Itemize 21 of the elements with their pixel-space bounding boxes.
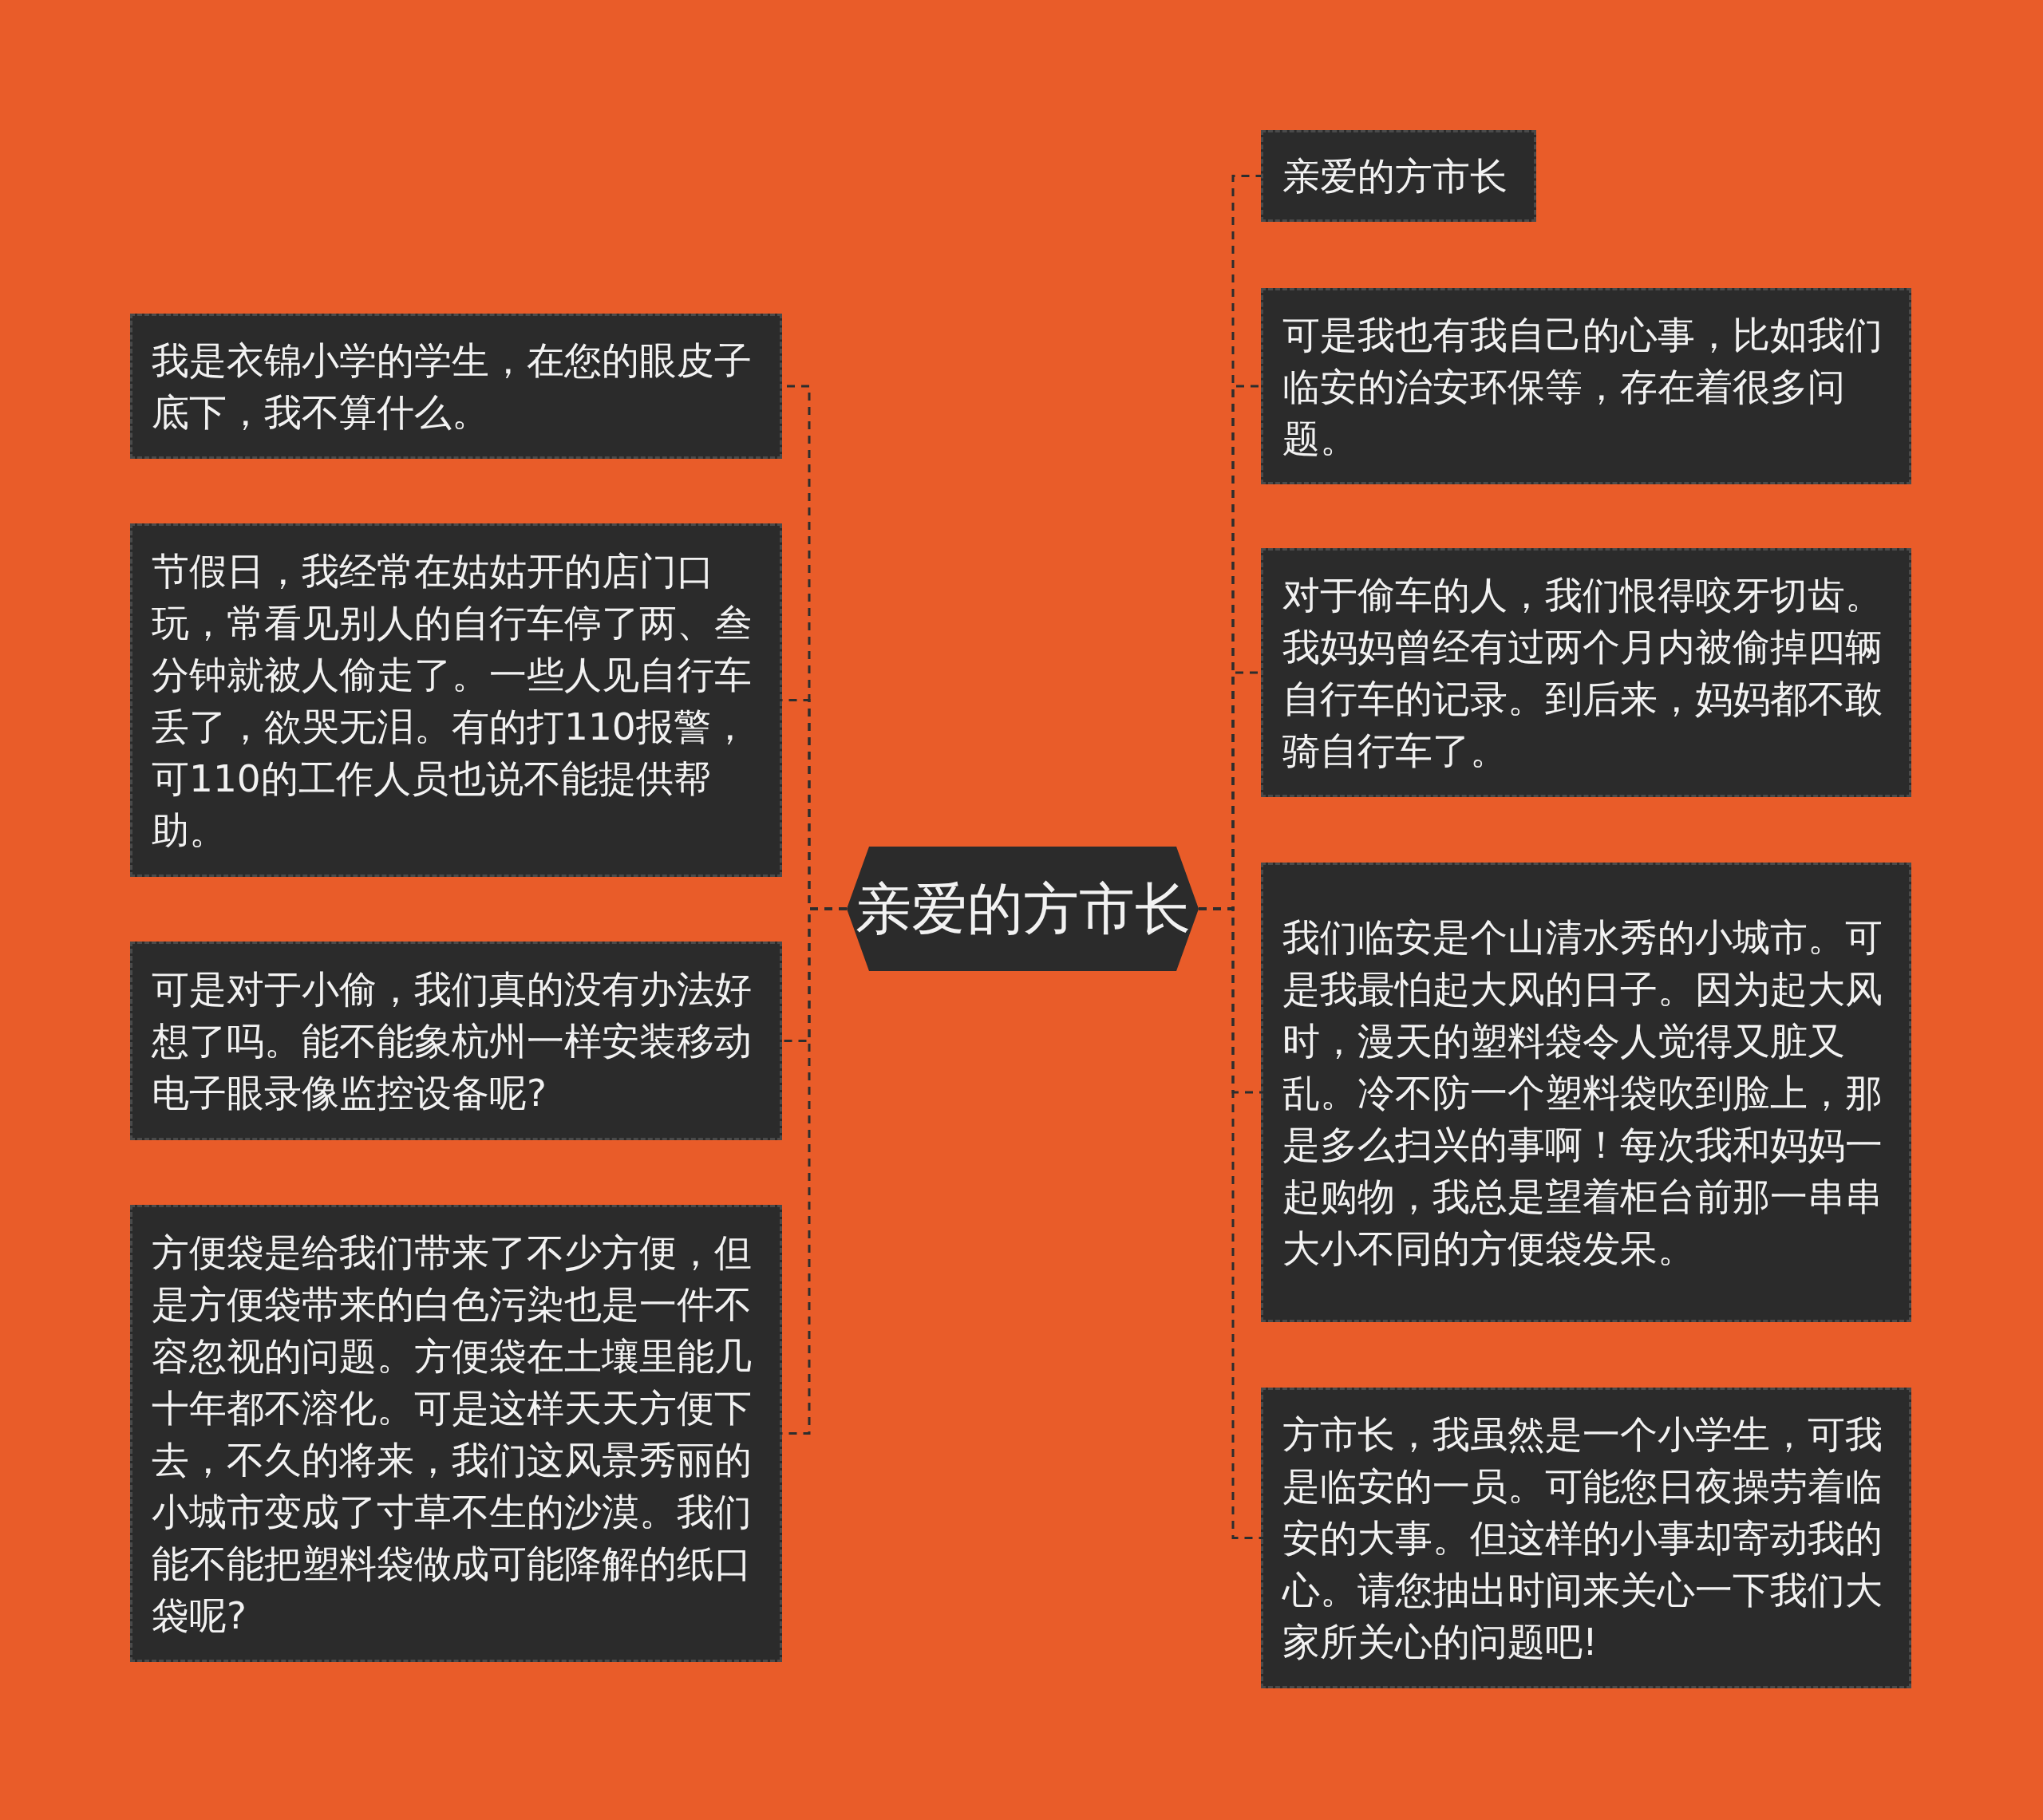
topic-box <box>130 942 782 1140</box>
topic-text: 节假日，我经常在姑姑开的店门口玩，常看见别人的自行车停了两、叁分钟就被人偷走了。一些人见自行车丢了，欲哭无泪。有的打110报警，可110的工作人员也说不能提供帮助。 <box>152 547 753 854</box>
topic-box <box>1261 863 1911 1322</box>
topic-box <box>130 314 782 459</box>
topic-text: 方市长，我虽然是一个小学生，可我是临安的一员。可能您日夜操劳着临安的大事。但这样的小事却寄动我的心。请您抽出时间来关心一下我们大家所关心的问题吧! <box>1282 1411 1883 1665</box>
topic-text: 我们临安是个山清水秀的小城市。可是我最怕起大风的日子。因为起大风时，漫天的塑料袋令人觉得又脏又乱。冷不防一个塑料袋吹到脸上，那是多么扫兴的事啊！每次我和妈妈一起购物，我总是望着柜台前那一串串大小不同的方便袋发呆。 <box>1282 914 1883 1272</box>
topic-text: 亲爱的方市长 <box>1282 153 1508 199</box>
topic-box <box>1261 288 1911 484</box>
connector-line <box>1199 907 1261 1539</box>
topic-text: 我是衣锦小学的学生，在您的眼皮子底下，我不算什么。 <box>152 338 753 436</box>
topic-text: 方便袋是给我们带来了不少方便，但是方便袋带来的白色污染也是一件不容忽视的问题。方便袋在土壤里能几十年都不溶化。可是这样天天方便下去，不久的将来，我们这风景秀丽的小城市变成了寸草不生的沙漠。我们能不能把塑料袋做成可能降解的纸口袋呢? <box>152 1229 753 1639</box>
topic-box <box>130 523 782 877</box>
topic-text: 可是对于小偷，我们真的没有办法好想了吗。能不能象杭州一样安装移动电子眼录像监控设备呢? <box>152 966 753 1116</box>
central-topic-text: 亲爱的方市长 <box>855 875 1191 942</box>
central-topic-hexagon <box>847 847 1199 971</box>
topic-box <box>1261 1388 1911 1688</box>
topic-box <box>1261 548 1911 797</box>
topic-text: 可是我也有我自己的心事，比如我们临安的治安环保等，存在着很多问题。 <box>1282 311 1883 462</box>
topic-box <box>1261 130 1536 222</box>
topic-box <box>130 1205 782 1662</box>
topic-text: 对于偷车的人，我们恨得咬牙切齿。我妈妈曾经有过两个月内被偷掉四辆自行车的记录。到后来，妈妈都不敢骑自行车了。 <box>1282 572 1883 774</box>
